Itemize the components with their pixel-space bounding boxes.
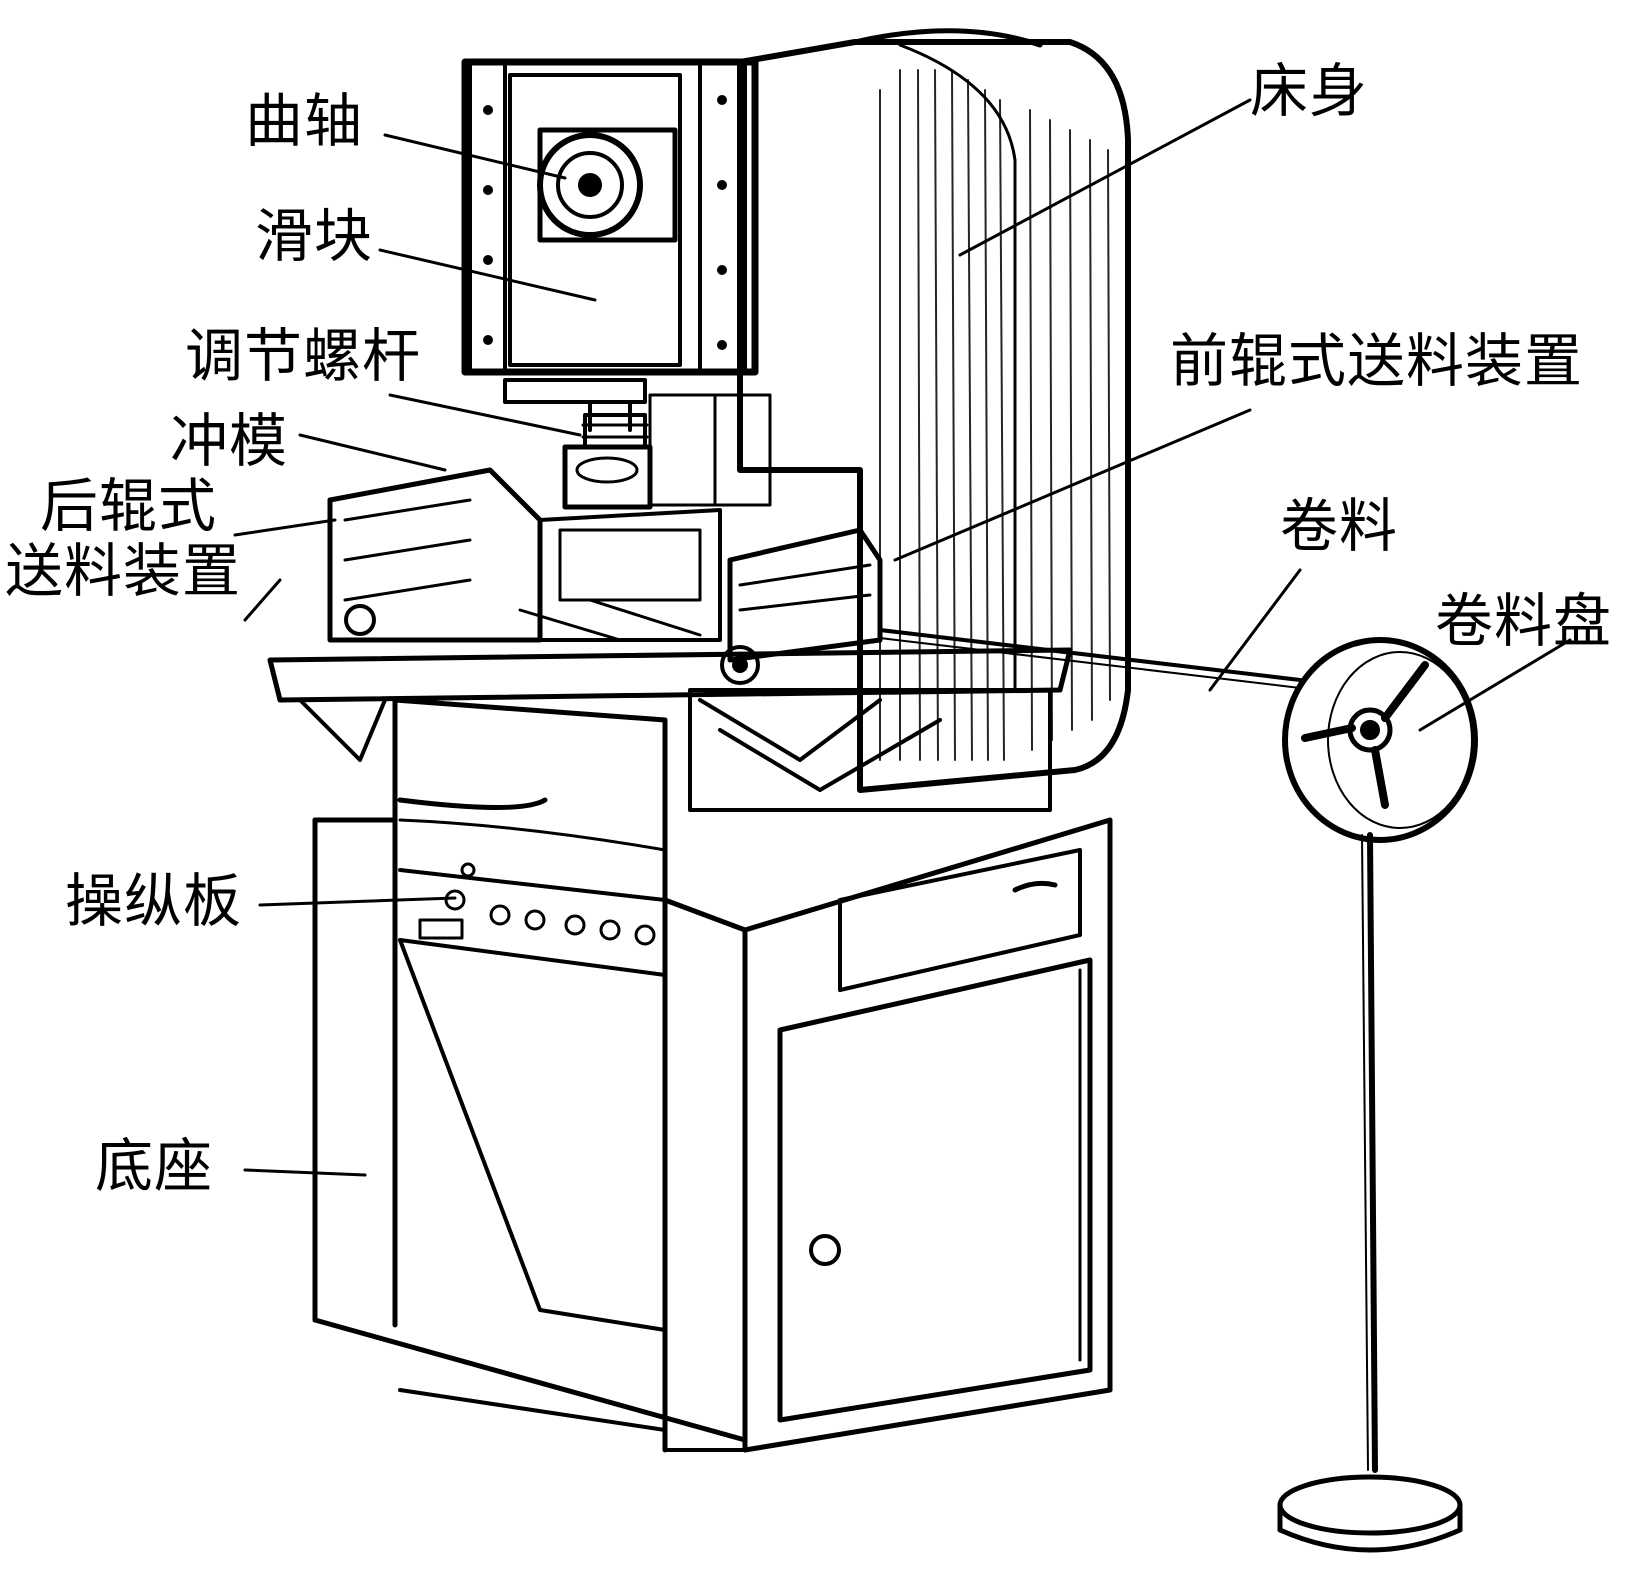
adjust-screw-assembly xyxy=(503,378,772,510)
coil-reel-stand xyxy=(1277,637,1478,1553)
label-bed: 床身 xyxy=(1250,57,1369,125)
label-control-panel: 操纵板 xyxy=(65,867,243,935)
bed-frame xyxy=(737,28,1131,793)
label-front-feed: 前辊式送料装置 xyxy=(1170,327,1584,395)
label-adjust-screw: 调节螺杆 xyxy=(185,322,422,390)
label-rear-feed-2: 送料装置 xyxy=(5,537,242,605)
coil-strip-inner xyxy=(879,637,1301,689)
label-base: 底座 xyxy=(95,1132,214,1200)
label-crankshaft: 曲轴 xyxy=(245,87,364,155)
front-roller-feed xyxy=(688,527,1052,812)
die-table xyxy=(243,467,1073,762)
leader-lines xyxy=(233,98,1572,1177)
base-cabinet xyxy=(312,697,1113,1453)
coil-strip xyxy=(878,628,1302,682)
label-slider: 滑块 xyxy=(255,202,374,270)
label-coil-reel: 卷料盘 xyxy=(1435,587,1613,655)
label-coil: 卷料 xyxy=(1280,492,1399,560)
slider-housing xyxy=(461,58,759,376)
label-rear-feed-1: 后辊式 xyxy=(40,472,218,540)
label-punch-die: 冲模 xyxy=(170,407,289,475)
